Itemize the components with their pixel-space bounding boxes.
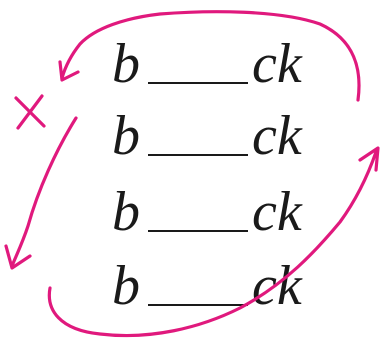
- fill-in-blank: [148, 82, 248, 84]
- cross-mark: [14, 94, 46, 130]
- word-row-2: b ck: [112, 106, 322, 166]
- word-suffix: ck: [252, 105, 302, 167]
- word-suffix: ck: [252, 33, 302, 95]
- word-suffix: ck: [252, 181, 302, 243]
- word-prefix: b: [112, 33, 140, 95]
- fill-in-blank: [148, 304, 248, 306]
- fill-in-blank: [148, 230, 248, 232]
- word-row-1: b ck: [112, 34, 322, 94]
- word-prefix: b: [112, 181, 140, 243]
- arrow-left-down: [4, 116, 78, 270]
- word-row-4: b ck: [112, 256, 322, 316]
- fill-in-blank: [148, 154, 248, 156]
- loop-arrow-top: [58, 10, 361, 102]
- word-row-3: b ck: [112, 182, 322, 242]
- word-prefix: b: [112, 105, 140, 167]
- loop-arrow-bottom-right: [47, 146, 380, 338]
- word-prefix: b: [112, 255, 140, 317]
